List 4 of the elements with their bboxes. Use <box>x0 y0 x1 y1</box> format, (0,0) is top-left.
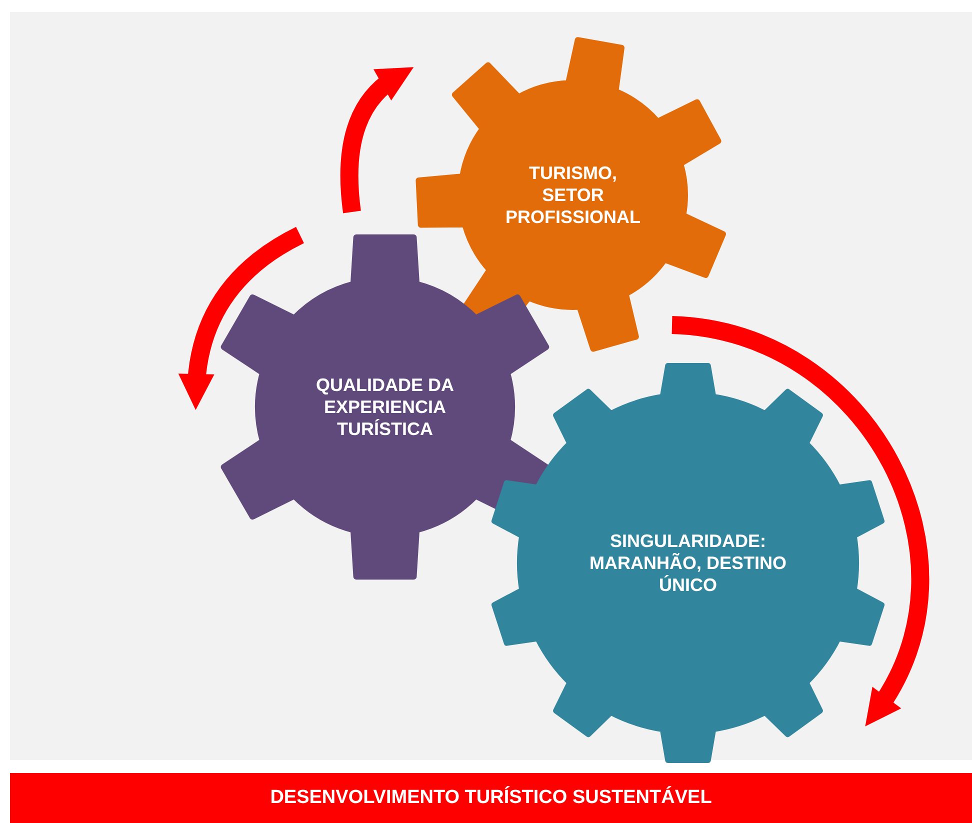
title-band: DESENVOLVIMENTO TURÍSTICO SUSTENTÁVEL <box>10 773 972 823</box>
gear-label: TURISMO, SETOR PROFISSIONAL <box>504 162 642 228</box>
gear-label: SINGULARIDADE: MARANHÃO, DESTINO ÚNICO <box>588 530 788 596</box>
gear-label: QUALIDADE DA EXPERIENCIA TURÍSTICA <box>315 374 455 440</box>
